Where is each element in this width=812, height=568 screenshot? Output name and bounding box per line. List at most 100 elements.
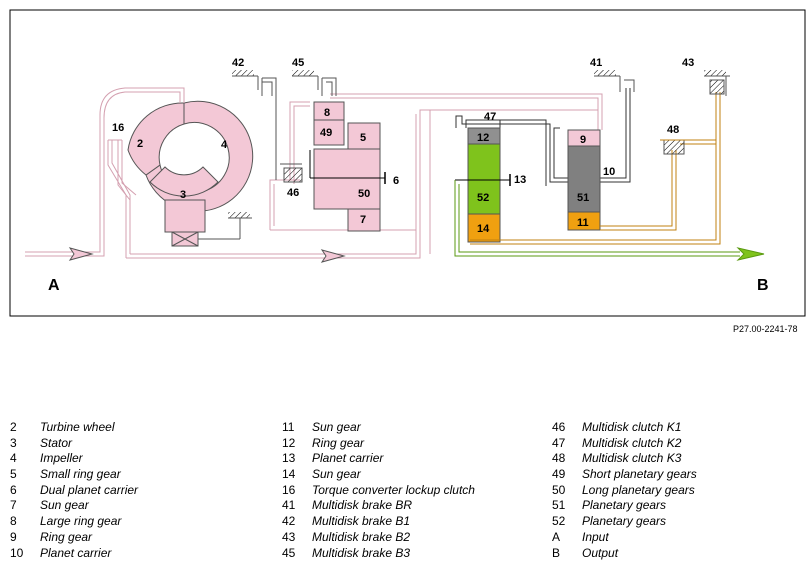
legend-item: 12 Ring gear bbox=[282, 436, 475, 452]
legend-text: Multidisk brake B1 bbox=[312, 514, 411, 529]
clutch-k1 bbox=[280, 163, 303, 183]
figure-code: P27.00-2241-78 bbox=[733, 324, 798, 334]
legend-item: 16 Torque converter lockup clutch bbox=[282, 483, 475, 499]
label-8: 8 bbox=[324, 107, 330, 119]
legend-text: Turbine wheel bbox=[40, 420, 115, 434]
dark-shaft bbox=[455, 88, 631, 186]
label-51: 51 bbox=[577, 192, 589, 204]
label-10: 10 bbox=[603, 166, 615, 178]
legend-text: Planet carrier bbox=[312, 451, 384, 466]
label-2: 2 bbox=[137, 138, 143, 150]
legend-number: 11 bbox=[282, 420, 295, 434]
legend-text: Sun gear bbox=[40, 498, 89, 513]
label-46: 46 bbox=[287, 187, 299, 199]
legend-text: Long planetary gears bbox=[582, 482, 695, 497]
legend-number: 50 bbox=[552, 482, 566, 497]
legend-text: Planetary gears bbox=[582, 514, 667, 529]
legend-item: 52 Planetary gears bbox=[552, 514, 697, 530]
legend-number: 45 bbox=[282, 545, 296, 560]
label-16: 16 bbox=[112, 122, 124, 134]
legend-text: Torque converter lockup clutch bbox=[312, 482, 475, 497]
planetary-gears-51 bbox=[567, 145, 601, 213]
label-43: 43 bbox=[682, 57, 694, 69]
legend-item: 41 Multidisk brake BR bbox=[282, 498, 475, 514]
legend-text: Ring gear bbox=[40, 529, 93, 544]
legend-text: Multidisk clutch K1 bbox=[582, 420, 682, 434]
label-14: 14 bbox=[477, 223, 490, 235]
shaft-arrow bbox=[320, 249, 346, 263]
legend-text: Multidisk brake B2 bbox=[312, 529, 411, 544]
brake-b3 bbox=[292, 70, 337, 96]
legend-text: Multidisk brake B3 bbox=[312, 545, 411, 560]
legend-number: 12 bbox=[282, 435, 296, 450]
legend-number: 4 bbox=[10, 451, 17, 466]
legend-item: 4 Impeller bbox=[10, 451, 138, 467]
planetary-set-front bbox=[309, 101, 386, 232]
stator bbox=[149, 166, 219, 197]
brake-b1 bbox=[232, 70, 277, 180]
legend-number: 5 bbox=[10, 467, 17, 482]
label-7: 7 bbox=[360, 214, 366, 226]
label-output-b: B bbox=[757, 277, 769, 294]
label-13: 13 bbox=[514, 174, 526, 186]
legend-item: 7 Sun gear bbox=[10, 498, 138, 514]
legend-text: Short planetary gears bbox=[582, 467, 697, 482]
diagram-frame bbox=[9, 9, 806, 317]
short-planetary-gears bbox=[313, 119, 345, 146]
legend-number: 14 bbox=[282, 467, 296, 482]
label-42: 42 bbox=[232, 57, 244, 69]
turbine-wheel bbox=[127, 102, 185, 176]
label-12: 12 bbox=[477, 132, 489, 144]
label-49: 49 bbox=[320, 127, 332, 139]
legend-number: 51 bbox=[552, 498, 566, 513]
legend-item: 50 Long planetary gears bbox=[552, 483, 697, 499]
legend-item: 13 Planet carrier bbox=[282, 451, 475, 467]
label-52: 52 bbox=[477, 192, 489, 204]
label-45: 45 bbox=[292, 57, 304, 69]
planetary-set-middle bbox=[455, 127, 511, 243]
legend-text: Input bbox=[582, 529, 609, 544]
label-9: 9 bbox=[580, 134, 586, 146]
legend-number: 7 bbox=[10, 498, 17, 513]
output-arrow bbox=[736, 247, 765, 261]
legend-number: 49 bbox=[552, 467, 566, 482]
legend-number: 6 bbox=[10, 482, 17, 497]
legend-text: Dual planet carrier bbox=[40, 482, 139, 497]
label-5: 5 bbox=[360, 132, 366, 144]
planetary-gears-52 bbox=[467, 143, 501, 215]
legend-number: 10 bbox=[10, 545, 24, 560]
sun-gear-11 bbox=[567, 211, 601, 231]
input-shafts bbox=[25, 87, 603, 259]
label-41: 41 bbox=[590, 57, 602, 69]
legend-number: 41 bbox=[282, 498, 296, 513]
legend-number: 16 bbox=[282, 482, 296, 497]
label-50: 50 bbox=[358, 188, 370, 200]
sun-gear-7 bbox=[347, 208, 381, 232]
legend-item: 6 Dual planet carrier bbox=[10, 483, 138, 499]
legend-number: 13 bbox=[282, 451, 296, 466]
legend-text: Ring gear bbox=[312, 435, 365, 450]
legend-number: 3 bbox=[10, 435, 17, 450]
label-11: 11 bbox=[577, 217, 589, 229]
legend-number: 52 bbox=[552, 514, 566, 529]
small-ring-gear bbox=[347, 122, 381, 150]
legend-text: Sun gear bbox=[312, 420, 361, 434]
legend-text: Impeller bbox=[40, 451, 83, 466]
legend-item: 11 Sun gear bbox=[282, 420, 475, 436]
sun-gear-14 bbox=[467, 213, 501, 243]
legend-text: Planetary gears bbox=[582, 498, 667, 513]
legend-text: Stator bbox=[40, 435, 73, 450]
legend-text: Multidisk brake BR bbox=[312, 498, 413, 513]
legend-number: B bbox=[552, 545, 561, 560]
legend-text: Planet carrier bbox=[40, 545, 112, 560]
